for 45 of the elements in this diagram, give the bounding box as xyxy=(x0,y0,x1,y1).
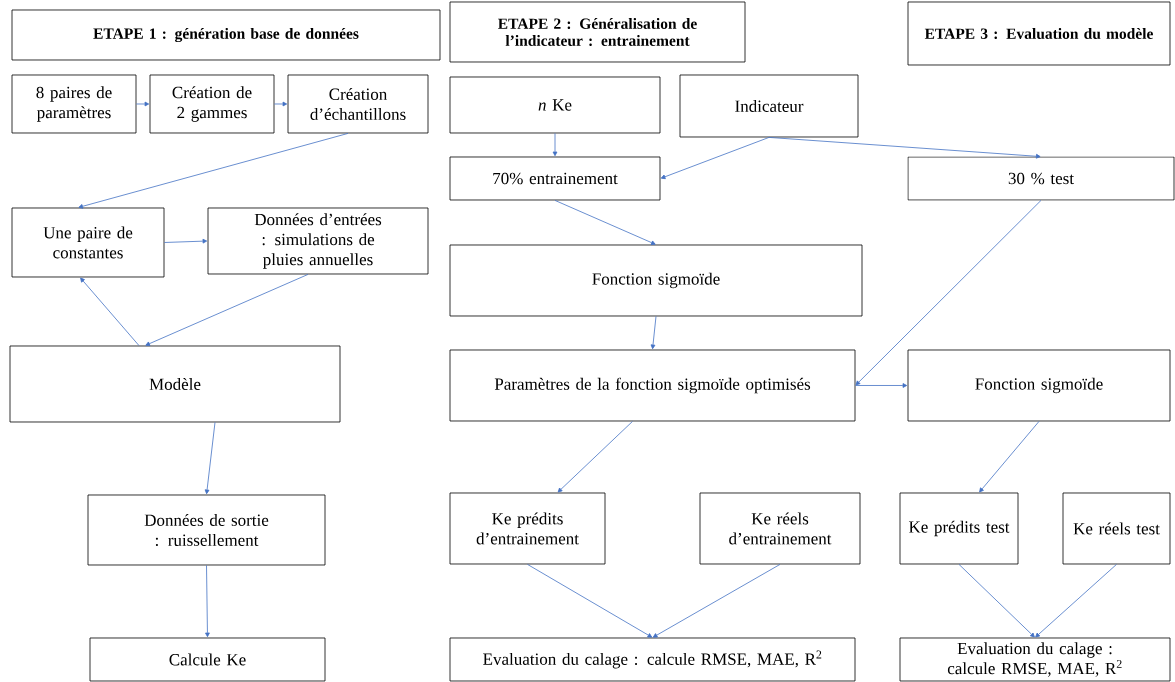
process-box: Données d’entrées : simulations de pluies annuelles xyxy=(207,207,429,275)
process-box: Ke prédits d’entrainement xyxy=(449,492,606,565)
process-box: Fonction sigmoïde xyxy=(449,244,863,317)
arrow xyxy=(1035,564,1117,638)
process-box: n Ke xyxy=(449,76,661,134)
process-box: 8 paires de paramètres xyxy=(11,74,137,134)
process-box: Modèle xyxy=(9,345,341,423)
arrow xyxy=(552,133,558,157)
arrow xyxy=(527,564,653,638)
arrow xyxy=(145,274,309,346)
arrow xyxy=(660,137,770,180)
arrow xyxy=(557,421,633,493)
process-box: Création d’échantillons xyxy=(287,74,429,134)
arrow xyxy=(136,101,150,107)
process-box: Calcule Ke xyxy=(89,637,326,682)
process-box: 30 % test xyxy=(907,156,1175,201)
arrow xyxy=(205,565,210,638)
process-box: Ke réels test xyxy=(1062,492,1171,565)
process-box: Fonction sigmoïde xyxy=(907,349,1171,422)
process-box: Une paire de constantes xyxy=(11,207,165,278)
step-heading-box: ETAPE 3 : Evaluation du modèle xyxy=(907,1,1171,66)
process-box: Création de 2 gammes xyxy=(149,74,275,134)
arrow xyxy=(274,101,288,107)
arrow xyxy=(958,564,1035,638)
arrow xyxy=(650,316,657,350)
process-box: Evaluation du calage : calcule RMSE, MAE, R$^{2}$ xyxy=(899,637,1171,682)
arrow xyxy=(855,383,908,388)
process-box: Paramètres de la fonction sigmoïde optimisés xyxy=(449,349,856,422)
process-box: Ke réels d’entrainement xyxy=(699,492,861,565)
arrow xyxy=(164,238,208,244)
arrow xyxy=(554,200,656,245)
process-box: 70% entrainement xyxy=(449,156,661,201)
arrow xyxy=(78,133,349,209)
arrow xyxy=(80,277,140,346)
arrow xyxy=(855,200,1042,386)
process-box: Données de sortie : ruissellement xyxy=(87,494,326,566)
arrow xyxy=(979,421,1040,493)
process-box: Evaluation du calage : calcule RMSE, MAE, R$^{2}$ xyxy=(449,637,856,682)
arrow xyxy=(204,422,216,495)
arrow xyxy=(652,564,781,638)
process-box: Indicateur xyxy=(679,74,859,138)
process-box: Ke prédits test xyxy=(899,492,1019,565)
arrow xyxy=(768,137,1041,159)
step-heading-box: ETAPE 2 : Généralisation de l’indicateur : entrainement xyxy=(449,1,746,63)
step-heading-box: ETAPE 1 : génération base de données xyxy=(11,9,441,61)
